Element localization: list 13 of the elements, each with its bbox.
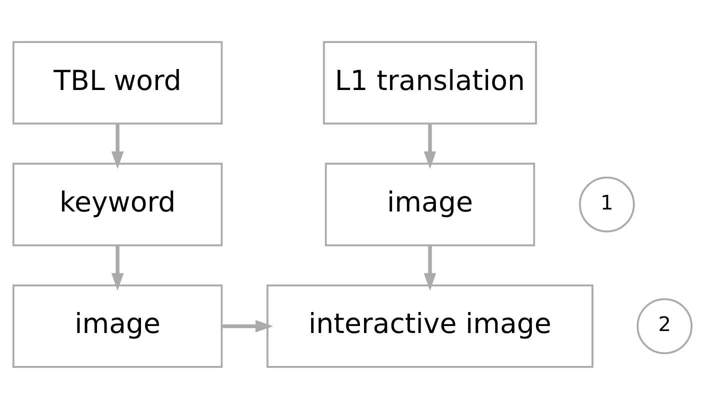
- arrow: [424, 244, 436, 290]
- node-box: keyword: [12, 162, 223, 246]
- node-box: L1 translation: [323, 40, 537, 124]
- node-box: interactive image: [266, 284, 594, 368]
- node-box: TBL word: [12, 40, 223, 124]
- node-box: image: [12, 284, 223, 368]
- arrow: [111, 123, 124, 169]
- arrow: [222, 320, 274, 332]
- node-circle: 1: [578, 176, 635, 232]
- node-box: image: [324, 162, 536, 246]
- arrow: [424, 123, 436, 169]
- node-circle: 2: [636, 298, 693, 354]
- arrow: [111, 244, 124, 290]
